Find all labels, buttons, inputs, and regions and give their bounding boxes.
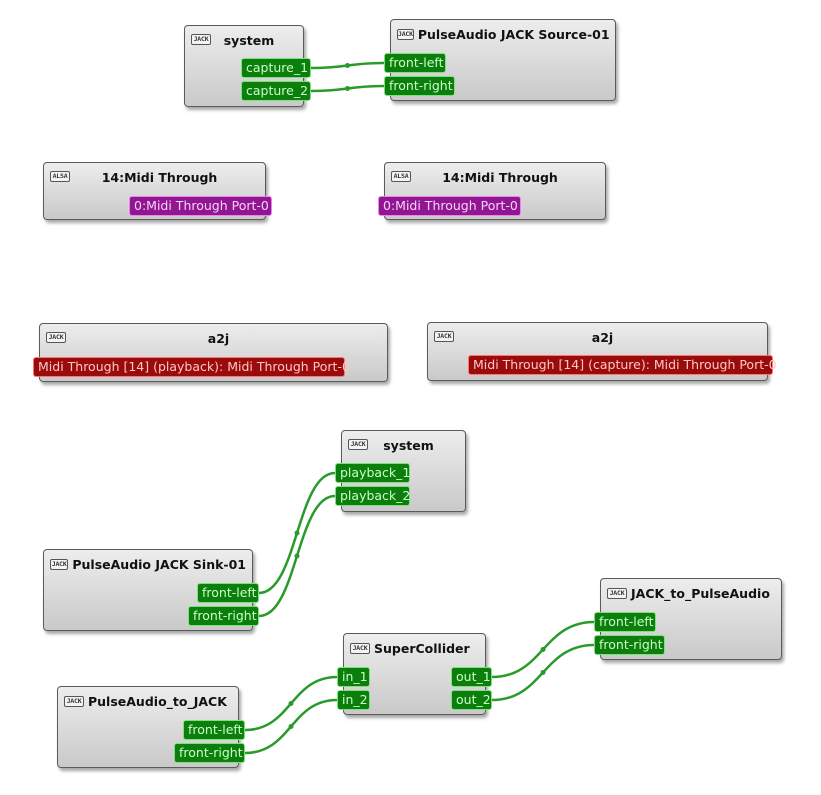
jack-logo-icon: JACK xyxy=(46,332,66,343)
client-title: a2j xyxy=(591,330,614,345)
client-title: PulseAudio JACK Sink-01 xyxy=(72,557,246,572)
connection-wire[interactable] xyxy=(244,698,338,755)
jack-logo-icon: JACK xyxy=(191,34,211,45)
port-front-left[interactable]: front-left xyxy=(594,612,656,632)
jack-logo-icon: JACK xyxy=(397,29,414,40)
port-front-right[interactable]: front-right xyxy=(384,76,455,96)
client-title: 14:Midi Through xyxy=(101,170,218,185)
jack-logo-icon: JACK xyxy=(50,559,69,570)
port-midi-through-0[interactable]: 0:Midi Through Port-0 xyxy=(129,196,272,216)
port-out-2[interactable]: out_2 xyxy=(451,690,492,710)
port-in-2[interactable]: in_2 xyxy=(337,690,370,710)
client-title: 14:Midi Through xyxy=(442,170,558,185)
client-title: SuperCollider xyxy=(374,641,470,656)
port-front-right[interactable]: front-right xyxy=(174,743,245,763)
jack-logo-icon: JACK xyxy=(350,643,370,654)
client-title: JACK_to_PulseAudio xyxy=(631,586,770,601)
connection-wire[interactable] xyxy=(258,494,336,618)
port-front-left[interactable]: front-left xyxy=(384,53,446,73)
port-playback-1[interactable]: playback_1 xyxy=(335,463,410,483)
port-front-right[interactable]: front-right xyxy=(188,606,259,626)
port-front-right[interactable]: front-right xyxy=(594,635,665,655)
port-a2j-capture[interactable]: Midi Through [14] (capture): Midi Throug… xyxy=(468,355,777,375)
jack-logo-icon: JACK xyxy=(607,588,627,599)
wire-midpoint-handle xyxy=(540,670,546,675)
client-title: system xyxy=(383,438,434,453)
connection-wire[interactable] xyxy=(244,675,338,732)
jack-logo-icon: JACK xyxy=(348,439,368,450)
alsa-logo-icon: ALSA xyxy=(391,171,411,182)
port-out-1[interactable]: out_1 xyxy=(451,667,492,687)
wire-midpoint-handle xyxy=(288,701,294,706)
wire-midpoint-handle xyxy=(288,724,294,729)
jack-logo-icon: JACK xyxy=(434,331,454,342)
alsa-logo-icon: ALSA xyxy=(50,171,70,182)
connection-wire[interactable] xyxy=(258,471,336,595)
client-title: PulseAudio_to_JACK xyxy=(88,694,227,709)
wire-midpoint-handle xyxy=(540,647,546,652)
port-front-left[interactable]: front-left xyxy=(183,720,245,740)
wire-midpoint-handle xyxy=(345,86,350,91)
port-midi-through-0[interactable]: 0:Midi Through Port-0 xyxy=(378,196,521,216)
client-title: a2j xyxy=(207,331,230,346)
port-capture-1[interactable]: capture_1 xyxy=(241,58,311,78)
client-title: system xyxy=(223,33,275,48)
wire-midpoint-handle xyxy=(294,530,300,536)
port-front-left[interactable]: front-left xyxy=(197,583,259,603)
connection-wire[interactable] xyxy=(491,643,595,702)
port-playback-2[interactable]: playback_2 xyxy=(335,486,410,506)
connection-wire[interactable] xyxy=(310,61,385,70)
port-in-1[interactable]: in_1 xyxy=(337,667,370,687)
connection-wire[interactable] xyxy=(310,84,385,93)
client-title: PulseAudio JACK Source-01 xyxy=(417,27,610,42)
connection-wire[interactable] xyxy=(491,620,595,679)
port-capture-2[interactable]: capture_2 xyxy=(241,81,311,101)
jack-logo-icon: JACK xyxy=(64,696,84,707)
wire-midpoint-handle xyxy=(294,553,300,559)
wire-midpoint-handle xyxy=(345,63,350,68)
port-a2j-playback[interactable]: Midi Through [14] (playback): Midi Throu… xyxy=(33,357,350,377)
